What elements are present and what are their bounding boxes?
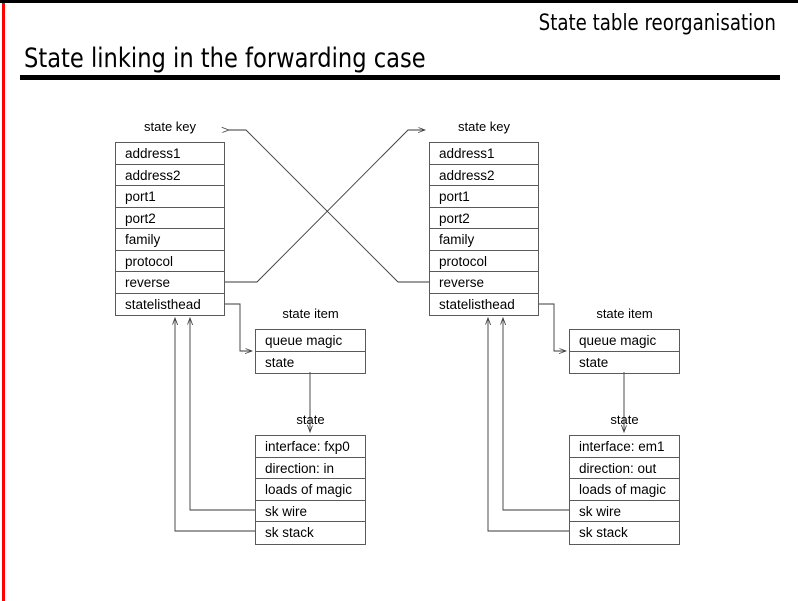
connector-right-reverse-to-left-key: [228, 130, 429, 283]
table-row: sk stack: [579, 525, 628, 540]
table-row: port1: [430, 186, 538, 208]
table-row: sk wire: [570, 501, 679, 522]
left-state-table: interface: fxp0 direction: in loads of m…: [255, 435, 366, 545]
connector-right-statelisthead-to-item: [539, 303, 566, 351]
table-row: state: [579, 354, 609, 370]
connector-left-statelisthead-to-item: [225, 303, 252, 351]
table-row: protocol: [430, 251, 538, 272]
page-title: State linking in the forwarding case: [24, 43, 426, 74]
table-row: sk stack: [265, 525, 314, 540]
connector-left-skwire-to-statelisthead: [190, 318, 255, 511]
table-row: state: [265, 354, 295, 370]
connector-left-reverse-to-right-key: [225, 130, 425, 283]
table-row: reverse: [430, 272, 538, 294]
table-row: queue magic: [256, 330, 365, 352]
table-row: direction: out: [570, 458, 679, 479]
table-row: address1: [116, 143, 224, 165]
left-state-key-caption: state key: [143, 119, 197, 134]
table-row: port2: [116, 208, 224, 229]
left-accent-bar: [2, 3, 5, 601]
table-row: port2: [430, 208, 538, 229]
right-state-caption: state: [610, 412, 639, 427]
table-row: direction: in: [256, 458, 365, 479]
table-row: family: [430, 229, 538, 251]
table-row: loads of magic: [570, 479, 679, 501]
right-state-item-caption: state item: [596, 306, 653, 321]
right-state-key-caption: state key: [457, 119, 511, 134]
table-row: address1: [430, 143, 538, 165]
table-row: address2: [430, 165, 538, 186]
table-row: port1: [116, 186, 224, 208]
table-row: interface: fxp0: [256, 436, 365, 458]
table-row: loads of magic: [256, 479, 365, 501]
table-row: address2: [116, 165, 224, 186]
state-linking-diagram: state key address1 address2 port1 port2 …: [0, 3, 798, 601]
connector-left-skstack-to-statelisthead: [175, 318, 255, 532]
table-row: sk wire: [256, 501, 365, 522]
left-state-item-caption: state item: [282, 306, 339, 321]
table-row: interface: em1: [570, 436, 679, 458]
connector-right-skstack-to-statelisthead: [488, 318, 569, 532]
table-row: reverse: [116, 272, 224, 294]
left-state-key-table: address1 address2 port1 port2 family pro…: [115, 142, 225, 316]
connector-right-skwire-to-statelisthead: [503, 318, 569, 511]
table-row: protocol: [116, 251, 224, 272]
right-state-table: interface: em1 direction: out loads of m…: [569, 435, 680, 545]
right-state-key-table: address1 address2 port1 port2 family pro…: [429, 142, 539, 316]
title-underline: [20, 75, 780, 80]
table-row: statelisthead: [125, 296, 201, 312]
table-row: statelisthead: [439, 296, 515, 312]
table-row: family: [116, 229, 224, 251]
left-state-item-table: queue magic state: [255, 329, 366, 374]
slide-subtitle: State table reorganisation: [538, 11, 776, 36]
right-state-item-table: queue magic state: [569, 329, 680, 374]
left-state-caption: state: [296, 412, 325, 427]
table-row: queue magic: [570, 330, 679, 352]
